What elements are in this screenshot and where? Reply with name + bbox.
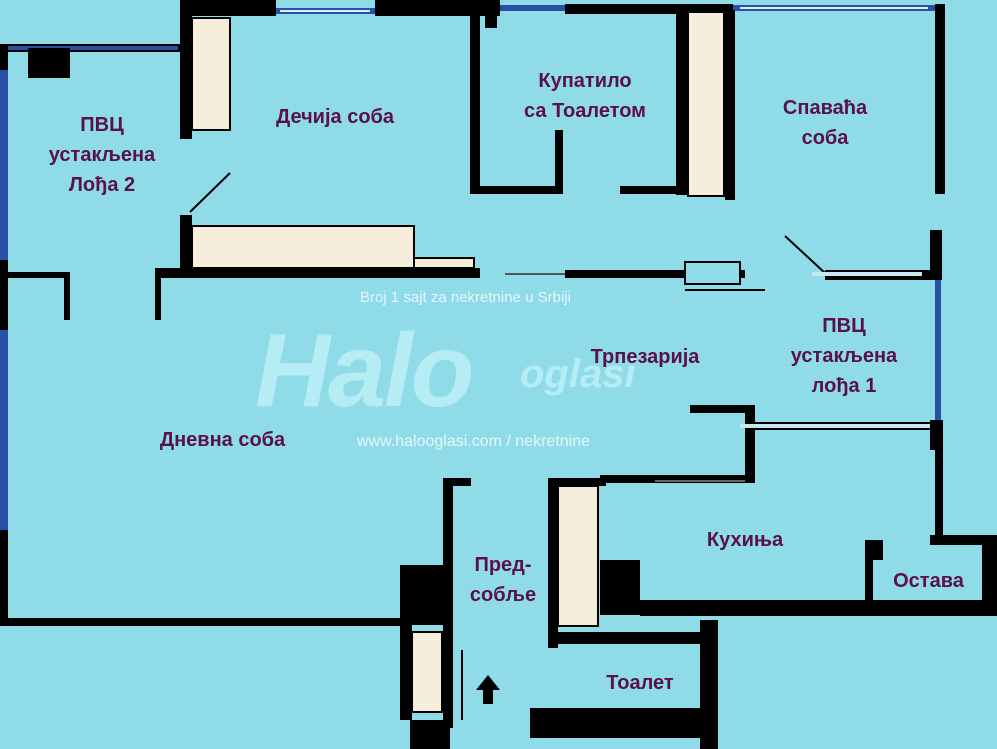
label-line: Пред- bbox=[474, 554, 532, 576]
room-label-kids-room: Дечија соба bbox=[250, 102, 420, 132]
room-label-loggia-1: ПВЦ устакљена лођа 1 bbox=[770, 311, 918, 401]
label-line: Дечија соба bbox=[275, 106, 395, 128]
room-label-living-room: Дневна соба bbox=[135, 425, 310, 455]
label-line: Спаваћа bbox=[782, 97, 868, 119]
label-line: собље bbox=[469, 584, 537, 606]
window-frames bbox=[280, 7, 928, 12]
room-label-toilet: Тоалет bbox=[585, 668, 695, 698]
room-label-kitchen: Кухиња bbox=[690, 525, 800, 555]
room-label-bathroom: Купатило са Тоалетом bbox=[495, 66, 675, 126]
watermark-logo-sub: oglasi bbox=[520, 352, 636, 396]
label-line: Трпезарија bbox=[590, 346, 700, 368]
room-label-dining: Трпезарија bbox=[570, 342, 720, 372]
label-line: ПВЦ bbox=[80, 114, 124, 136]
room-label-bedroom: Спаваћа соба bbox=[760, 93, 890, 153]
watermark-logo: Halo bbox=[255, 313, 474, 429]
doors bbox=[189, 172, 826, 720]
label-line: соба bbox=[801, 127, 849, 149]
label-line: Лођа 2 bbox=[68, 174, 136, 196]
wall-blocks bbox=[28, 48, 192, 268]
label-line: Дневна соба bbox=[159, 429, 286, 451]
label-line: устакљена bbox=[48, 144, 156, 166]
label-line: лођа 1 bbox=[811, 375, 877, 397]
room-label-pantry: Остава bbox=[876, 566, 981, 596]
watermark-url: www.halooglasi.com / nekretnine bbox=[357, 433, 591, 450]
label-line: Кухиња bbox=[706, 529, 784, 551]
furniture bbox=[191, 11, 725, 713]
window-bars bbox=[740, 272, 930, 428]
label-line: Купатило bbox=[538, 70, 632, 92]
entrance-arrow-icon bbox=[476, 675, 500, 704]
label-line: Остава bbox=[893, 570, 964, 592]
label-line: устакљена bbox=[790, 345, 898, 367]
room-label-hall: Пред- собље bbox=[458, 550, 548, 610]
label-line: Тоалет bbox=[606, 672, 674, 694]
room-label-loggia-2: ПВЦ устакљена Лођа 2 bbox=[22, 110, 182, 200]
label-line: са Тоалетом bbox=[524, 100, 646, 122]
label-line: ПВЦ bbox=[822, 315, 866, 337]
watermark-tagline: Broj 1 sajt za nekretnine u Srbiji bbox=[360, 289, 571, 306]
